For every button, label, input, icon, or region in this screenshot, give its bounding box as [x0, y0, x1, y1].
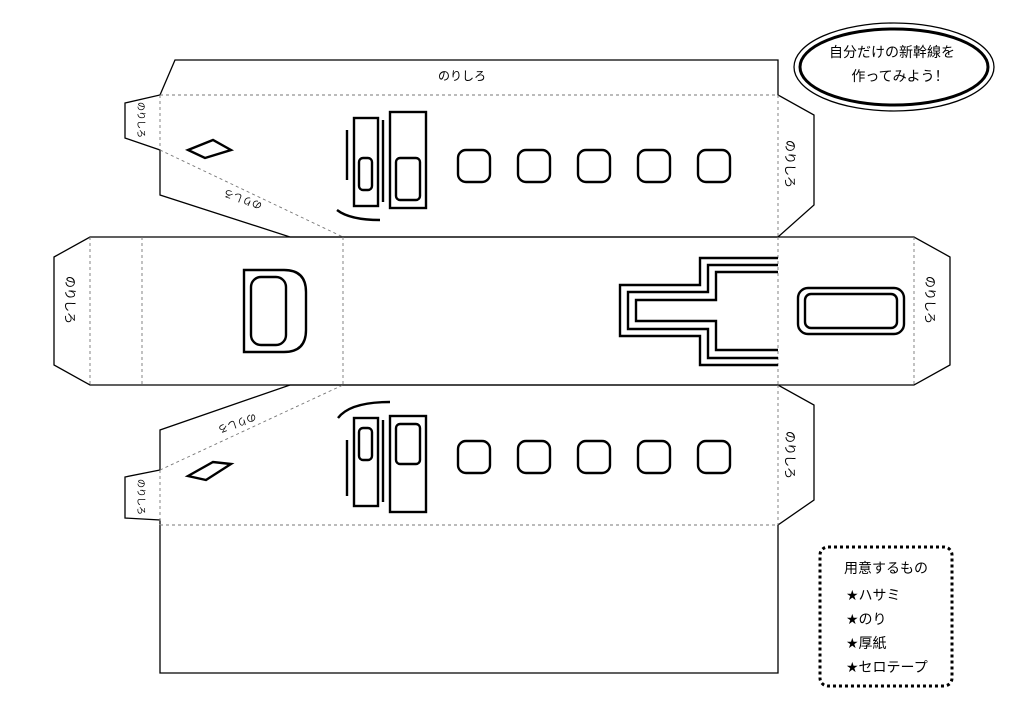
glue-tab-label-top-left: のりしろ — [135, 102, 146, 138]
supply-item: ★厚紙 — [846, 636, 887, 652]
supplies-box: 用意するもの ★ハサミ ★のり ★厚紙 ★セロテープ — [818, 545, 954, 688]
bottom-panel-details — [184, 400, 732, 514]
middle-roof-panel: のりしろ のりしろ — [53, 236, 951, 386]
supply-item: ★のり — [846, 612, 887, 628]
rear-window — [796, 286, 906, 336]
glue-tab-label-top-diagonal: のりしろ — [222, 186, 264, 211]
passenger-window — [516, 439, 552, 475]
door-bottom — [337, 400, 428, 514]
window-row-top — [456, 148, 732, 184]
middle-panel-details — [242, 256, 906, 367]
glue-tab-label-top-right: のりしろ — [783, 140, 797, 188]
title-line-1: 自分だけの新幹線を — [829, 44, 955, 61]
front-window — [242, 268, 308, 354]
passenger-window — [636, 148, 672, 184]
supplies-heading: 用意するもの — [844, 560, 928, 577]
glue-tab-label-bottom-right: のりしろ — [783, 431, 797, 479]
title-bubble: 自分だけの新幹線を 作ってみよう！ — [793, 22, 995, 112]
glue-tab-label-right: のりしろ — [923, 276, 937, 324]
passenger-window — [636, 439, 672, 475]
passenger-window — [576, 439, 612, 475]
passenger-window — [576, 148, 612, 184]
supply-item: ★セロテープ — [846, 660, 928, 676]
glue-tab-label-bottom-diagonal: のりしろ — [216, 410, 258, 435]
glue-tab-label-top: のりしろ — [438, 69, 486, 83]
passenger-window — [456, 439, 492, 475]
title-line-2: 作ってみよう！ — [851, 69, 948, 85]
passenger-window — [696, 439, 732, 475]
passenger-window — [516, 148, 552, 184]
roof-pantograph — [618, 256, 778, 367]
bottom-side-panel: のりしろ のりしろ のりしろ — [124, 384, 815, 674]
glue-tab-label-bottom-left: のりしろ — [135, 479, 146, 515]
top-panel-details — [184, 110, 732, 222]
supply-item: ★ハサミ — [846, 588, 901, 604]
window-row-bottom — [456, 439, 732, 475]
cockpit-window-bottom — [184, 460, 235, 482]
glue-tab-label-left: のりしろ — [63, 276, 77, 324]
passenger-window — [696, 148, 732, 184]
cockpit-window-top — [184, 138, 235, 160]
passenger-window — [456, 148, 492, 184]
door-top — [336, 110, 428, 222]
